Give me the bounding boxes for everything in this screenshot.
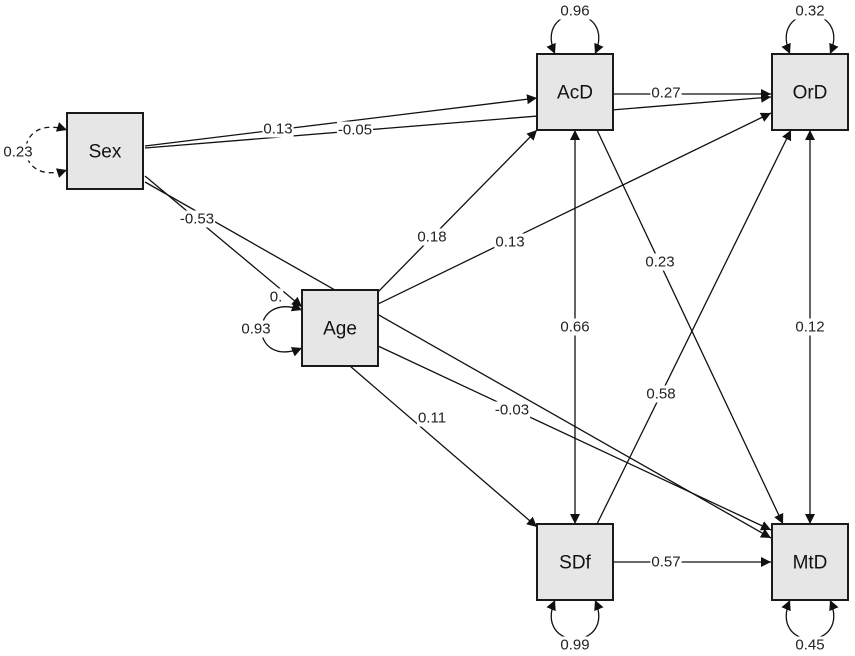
edge-label-background [416,409,448,427]
edge-label-background [650,553,682,571]
edge-label-background [262,120,294,138]
node-label-sdf: SDf [559,553,591,574]
edge-label-background [794,636,826,654]
variance-label-ord: 0.32 [795,3,824,20]
edge-label-background [493,401,531,419]
edge-label-background [559,2,591,20]
coefficient-sex-ord: -0.05 [338,122,372,139]
variance-loop-ord [781,14,839,55]
variance-label-acd: 0.96 [560,3,589,20]
coefficient-ord-mtd: 0.12 [795,319,824,336]
coefficient-sex-mtd: 0. [270,289,283,306]
node-label-mtd: MtD [793,553,828,574]
edge-label-background [178,210,216,228]
coefficient-acd-ord: 0.27 [651,85,680,102]
node-label-sex: Sex [89,142,122,163]
node-label-acd: AcD [557,83,593,104]
coefficient-sdf-mtd: 0.57 [651,554,680,571]
edge-label-background [794,2,826,20]
coefficient-acd-sdf: 0.66 [560,319,589,336]
variance-loop-sdf [546,599,604,640]
coefficient-sdf-ord: 0.58 [646,386,675,403]
coefficient-age-sdf: 0.11 [418,410,446,427]
node-label-ord: OrD [793,83,828,104]
edge-label-background [644,253,676,271]
edge-label-background [559,636,591,654]
coefficient-age-acd: 0.18 [417,229,446,246]
path-age-acd [377,129,538,293]
edge-label-background [240,320,272,338]
path-sex-ord [144,92,772,149]
variance-label-sex: 0.23 [3,144,32,161]
node-sdf: SDf [536,523,614,601]
path-sex-mtd [144,181,772,539]
edge-label-background [268,288,284,306]
coefficient-acd-mtd: 0.23 [645,254,674,271]
node-mtd: MtD [771,523,849,601]
path-acd-mtd [596,129,784,525]
variance-loop-mtd [781,599,839,640]
path-sex-age [144,175,303,308]
edge-label-background [559,318,591,336]
edge-label-background [336,121,374,139]
variance-label-mtd: 0.45 [795,637,824,654]
coefficient-age-mtd: -0.03 [495,402,529,419]
edge-label-background [794,318,826,336]
path-sdf-ord [596,129,792,525]
coefficient-age-ord: 0.13 [495,234,524,251]
edge-label-background [416,228,448,246]
variance-label-age: 0.93 [241,321,270,338]
coefficient-sex-age: -0.53 [180,211,214,228]
variance-label-sdf: 0.99 [560,637,589,654]
edge-label-background [494,233,526,251]
node-label-age: Age [323,319,357,340]
node-ord: OrD [771,53,849,131]
edge-label-background [650,84,682,102]
path-age-sdf [349,365,538,528]
variance-loop-acd [546,14,604,55]
edge-label-background [645,385,677,403]
node-acd: AcD [536,53,614,131]
node-sex: Sex [66,112,144,190]
coefficient-sex-acd: 0.13 [263,121,292,138]
node-age: Age [301,289,379,367]
edge-label-background [2,143,34,161]
